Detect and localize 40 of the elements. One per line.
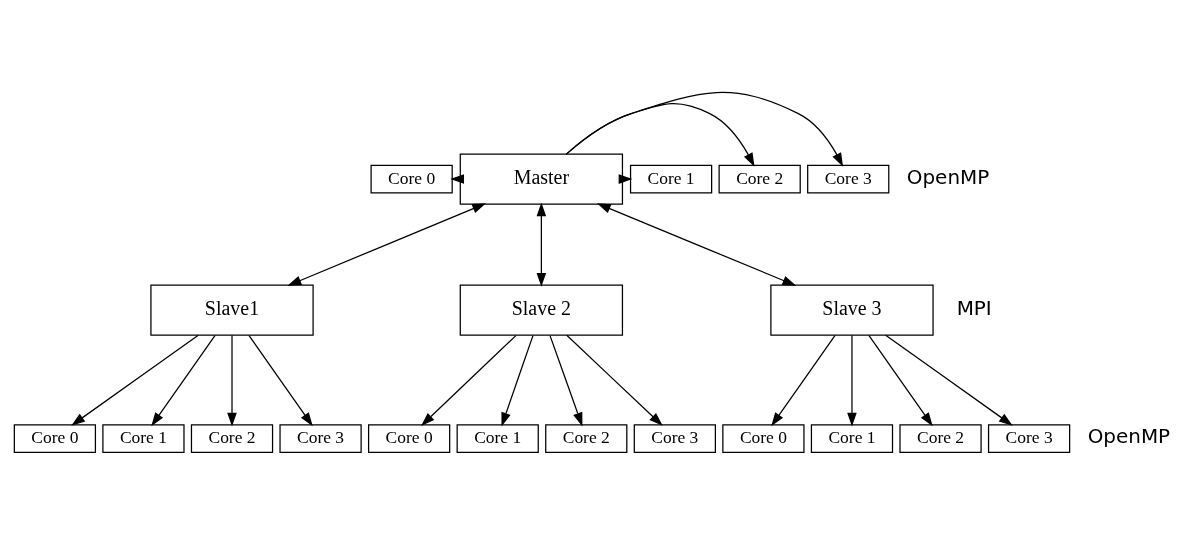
node-box: Core 2 xyxy=(899,424,982,453)
node-box: Core 3 xyxy=(279,424,362,453)
label: OpenMP xyxy=(906,164,990,189)
node-box: Slave1 xyxy=(150,284,314,336)
arrow xyxy=(287,203,486,286)
label: MPI xyxy=(956,295,992,320)
arrow xyxy=(771,335,836,427)
node-box: Core 2 xyxy=(545,424,628,453)
arrow xyxy=(549,335,583,427)
arrow xyxy=(847,335,857,427)
arrow xyxy=(596,203,797,286)
arrow xyxy=(868,335,933,427)
node-box: Core 2 xyxy=(190,424,274,453)
node-box: Core 1 xyxy=(102,424,185,453)
node-box: Core 1 xyxy=(810,424,894,453)
node-box: Core 0 xyxy=(370,164,453,194)
arrow xyxy=(450,174,465,184)
node-box: Core 3 xyxy=(987,424,1071,453)
arrow xyxy=(618,174,633,184)
node-box: Core 1 xyxy=(456,424,539,453)
node-box: Core 2 xyxy=(718,164,801,194)
arrow xyxy=(71,334,199,426)
node-box: Core 3 xyxy=(807,164,890,194)
arrow xyxy=(566,334,663,426)
arrow xyxy=(536,202,547,287)
node-box: Core 1 xyxy=(629,164,713,194)
arrow xyxy=(248,335,313,427)
arrow xyxy=(565,91,844,167)
arrow xyxy=(885,334,1013,426)
arrow xyxy=(227,335,237,427)
node-box: Core 3 xyxy=(633,424,716,453)
arrow xyxy=(421,335,517,426)
label: OpenMP xyxy=(1087,424,1171,449)
node-box: Core 0 xyxy=(367,424,451,453)
arrow xyxy=(151,335,216,427)
node-box: Core 0 xyxy=(722,424,805,453)
arrow xyxy=(501,335,534,427)
node-box: Slave 3 xyxy=(770,284,934,336)
node-box: Core 0 xyxy=(13,424,97,453)
node-box: Slave 2 xyxy=(459,284,624,336)
